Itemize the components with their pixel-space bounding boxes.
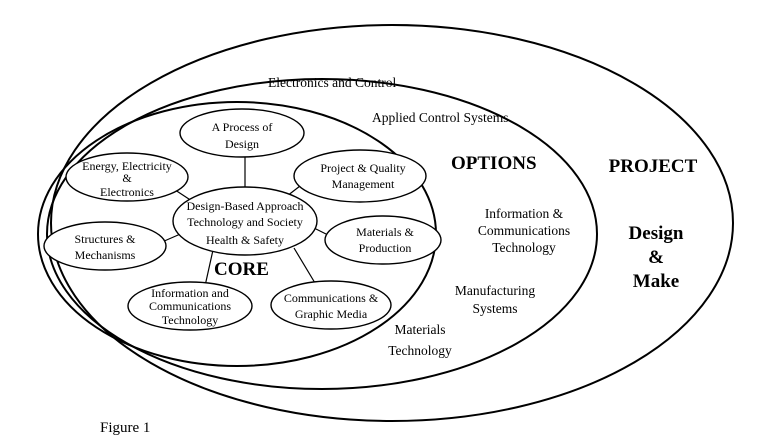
option-ict-line-3: Technology <box>492 240 556 255</box>
connector-ict <box>204 249 214 287</box>
project-quality-line-1: Project & Quality <box>320 161 405 175</box>
process-of-design-ellipse <box>179 108 305 158</box>
project-line-2: & <box>648 247 664 268</box>
info-comm-tech-line-2: Communications <box>149 299 231 313</box>
structures-line-2: Mechanisms <box>75 248 136 262</box>
project-ring <box>50 24 734 422</box>
option-materials-line-1: Materials <box>395 322 446 337</box>
project-line-3: Make <box>633 271 679 292</box>
process-of-design-line-2: Design <box>225 137 259 151</box>
project-line-1: Design <box>629 223 684 244</box>
option-materials-line-2: Technology <box>388 343 452 358</box>
option-manufacturing-line-1: Manufacturing <box>455 283 535 298</box>
options-ring <box>46 78 598 390</box>
core-center-line-1: Design-Based Approach <box>187 199 304 213</box>
materials-production-line-2: Production <box>359 241 412 255</box>
project-quality-ellipse <box>293 149 427 203</box>
materials-production-line-1: Materials & <box>356 225 414 239</box>
comm-graphic-line-2: Graphic Media <box>295 307 368 321</box>
project-heading: PROJECT <box>609 156 698 177</box>
option-applied-control: Applied Control Systems <box>372 110 509 125</box>
option-manufacturing-line-2: Systems <box>472 301 517 316</box>
energy-line-3: Electronics <box>100 185 154 199</box>
core-heading: CORE <box>214 259 269 280</box>
info-comm-tech-ellipse <box>127 281 253 331</box>
option-ict-line-1: Information & <box>485 206 564 221</box>
energy-ellipse <box>65 152 189 202</box>
process-of-design-line-1: A Process of <box>212 120 273 134</box>
energy-line-1: Energy, Electricity <box>82 159 172 173</box>
info-comm-tech-line-1: Information and <box>151 286 229 300</box>
option-ict-line-2: Communications <box>478 223 570 238</box>
option-electronics: Electronics and Control <box>268 75 396 90</box>
structures-line-1: Structures & <box>75 232 137 246</box>
core-center-line-3: Health & Safety <box>206 233 284 247</box>
core-center-ellipse <box>172 186 318 256</box>
materials-production-ellipse <box>324 215 442 265</box>
figure-caption: Figure 1 <box>100 420 150 436</box>
energy-line-2: & <box>122 171 132 185</box>
info-comm-tech-line-3: Technology <box>162 313 218 327</box>
core-center-line-2: Technology and Society <box>187 215 303 229</box>
comm-graphic-line-1: Communications & <box>284 291 379 305</box>
options-heading: OPTIONS <box>451 153 537 174</box>
structures-ellipse <box>43 221 167 271</box>
project-quality-line-2: Management <box>332 177 395 191</box>
comm-graphic-ellipse <box>270 280 392 330</box>
